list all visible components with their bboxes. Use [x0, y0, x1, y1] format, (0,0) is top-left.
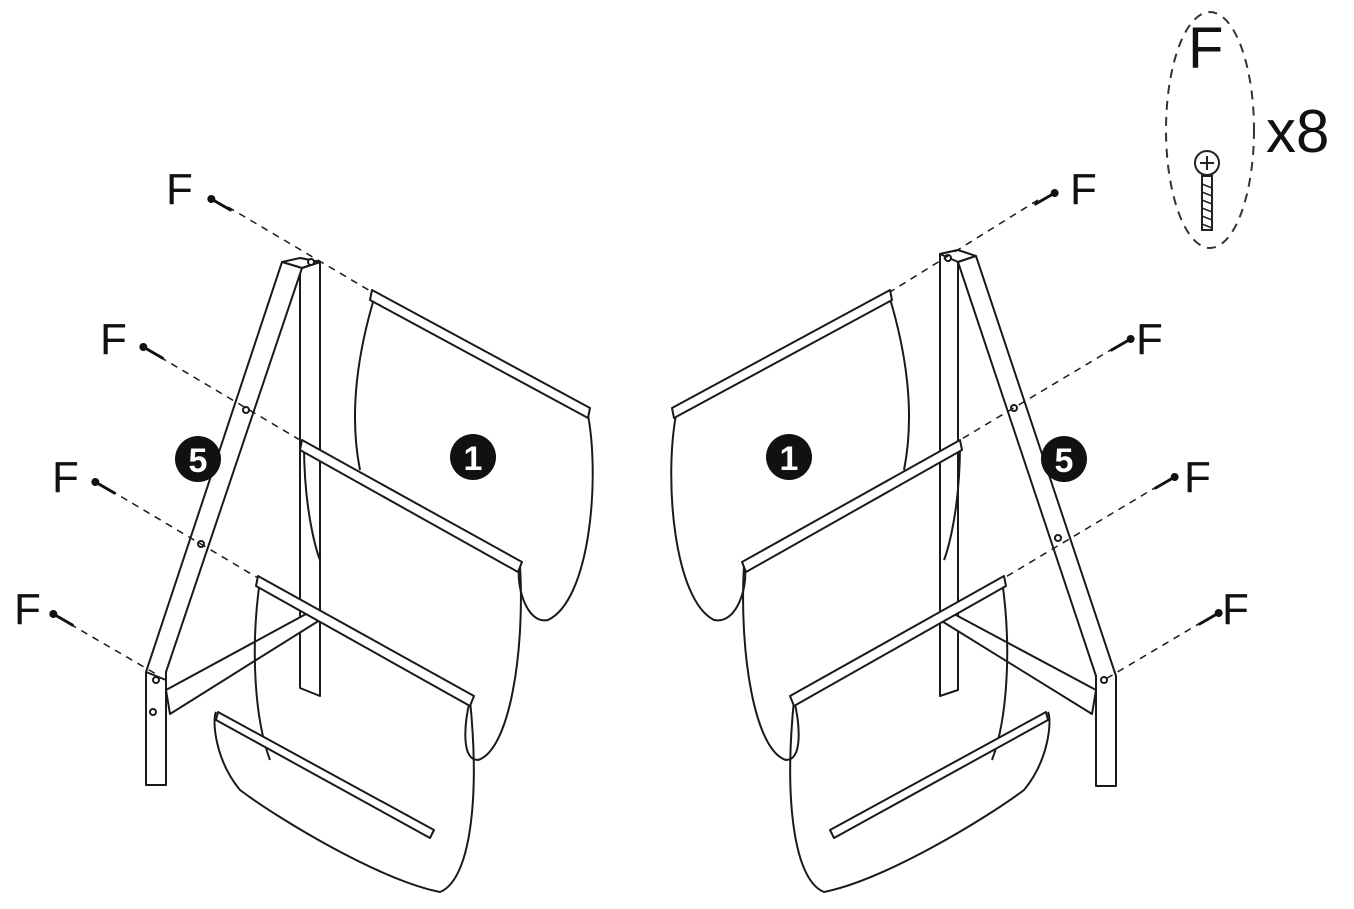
legend-part-letter: F: [1188, 16, 1223, 81]
screw-label: F: [1184, 453, 1211, 502]
screw-icon: [204, 192, 234, 215]
screw-icon: [46, 607, 76, 630]
part-number: 5: [1055, 442, 1074, 480]
left-guide-lines: [69, 206, 373, 675]
screw-label: F: [14, 585, 41, 634]
left-sling-part-badge: 1: [450, 434, 496, 480]
screw-icon: [1108, 332, 1138, 355]
part-number: 1: [464, 440, 483, 478]
left-screws: [46, 192, 234, 630]
hardware-legend: F x8: [1165, 11, 1329, 249]
screw-label: F: [1070, 165, 1097, 214]
screw-label: F: [100, 315, 127, 364]
screw-icon: [1196, 606, 1226, 629]
right-frame-crossbar: [939, 613, 1097, 715]
legend-quantity: x8: [1266, 98, 1329, 165]
part-number: 1: [780, 440, 799, 478]
left-sling-mid: [303, 443, 522, 761]
legend-outline: [1165, 11, 1255, 249]
screw-icon: [1032, 186, 1062, 209]
left-sling-rods: [215, 289, 591, 839]
screw-label: F: [52, 453, 79, 502]
right-screw-labels: F F F F: [1070, 165, 1249, 634]
screw-icon: [88, 475, 118, 498]
right-frame-part-badge: 5: [1041, 436, 1087, 482]
left-frame-part-badge: 5: [175, 436, 221, 482]
screw-label: F: [1136, 315, 1163, 364]
part-number: 5: [189, 442, 208, 480]
screw-icon: [1152, 470, 1182, 493]
left-frame-crossbar: [165, 613, 321, 715]
left-assembly: [69, 206, 594, 893]
right-frame-leg: [957, 255, 1117, 787]
right-guide-lines: [889, 199, 1203, 681]
left-screw-labels: F F F F: [14, 165, 193, 634]
screw-label: F: [1222, 585, 1249, 634]
right-assembly: [670, 186, 1226, 893]
screw-icon: [136, 340, 166, 363]
screw-label: F: [166, 165, 193, 214]
right-sling-part-badge: 1: [766, 434, 812, 480]
right-sling-mid: [742, 443, 961, 761]
right-sling-rods: [671, 289, 1049, 839]
screw-icon: [1194, 150, 1220, 231]
